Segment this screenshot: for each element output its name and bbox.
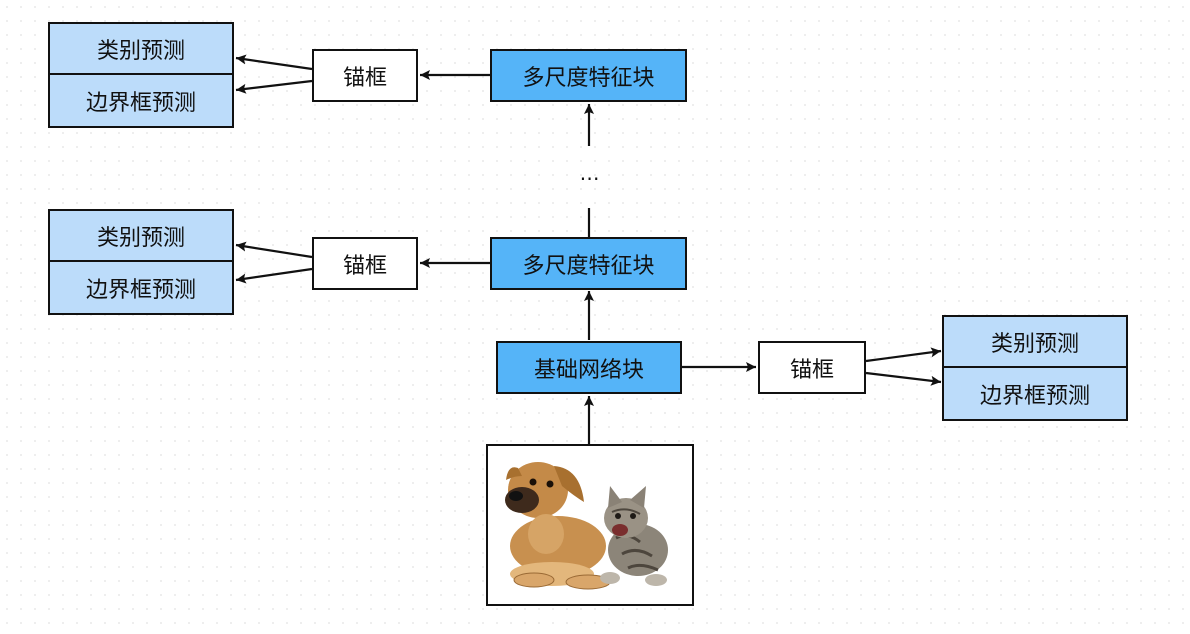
bbox-prediction: 边界框预测	[85, 90, 196, 116]
input-image	[486, 444, 694, 606]
ellipsis: ⋯	[579, 166, 601, 190]
arrow-mid-anchor-to-class	[235, 241, 313, 259]
arrow-top-anchor-to-bbox	[235, 79, 313, 94]
dog-and-cat-illustration	[505, 462, 668, 590]
anchor-box-middle: 锚框	[312, 237, 418, 290]
cat-figure	[600, 486, 668, 586]
prediction-group-middle: 类别预测 边界框预测	[48, 209, 234, 315]
arrow-top-anchor-to-class	[235, 54, 313, 71]
class-prediction: 类别预测	[50, 211, 232, 262]
anchor-box-base: 锚框	[758, 341, 866, 394]
multiscale-block-middle: 多尺度特征块	[490, 237, 687, 290]
multiscale-block-top: 多尺度特征块	[490, 49, 687, 102]
prediction-group-right: 类别预测 边界框预测	[942, 315, 1128, 421]
prediction-group-top: 类别预测 边界框预测	[48, 22, 234, 128]
class-prediction: 类别预测	[944, 317, 1126, 368]
base-network-block: 基础网络块	[496, 341, 682, 394]
dog-figure	[505, 462, 611, 590]
class-prediction: 类别预测	[50, 24, 232, 75]
arrow-right-anchor-to-class	[865, 347, 942, 363]
anchor-box-top: 锚框	[312, 49, 418, 102]
arrow-right-anchor-to-bbox	[865, 371, 942, 386]
arrow-mid-anchor-to-bbox	[235, 267, 313, 284]
bbox-prediction: 边界框预测	[85, 277, 196, 303]
bbox-prediction: 边界框预测	[979, 383, 1090, 409]
